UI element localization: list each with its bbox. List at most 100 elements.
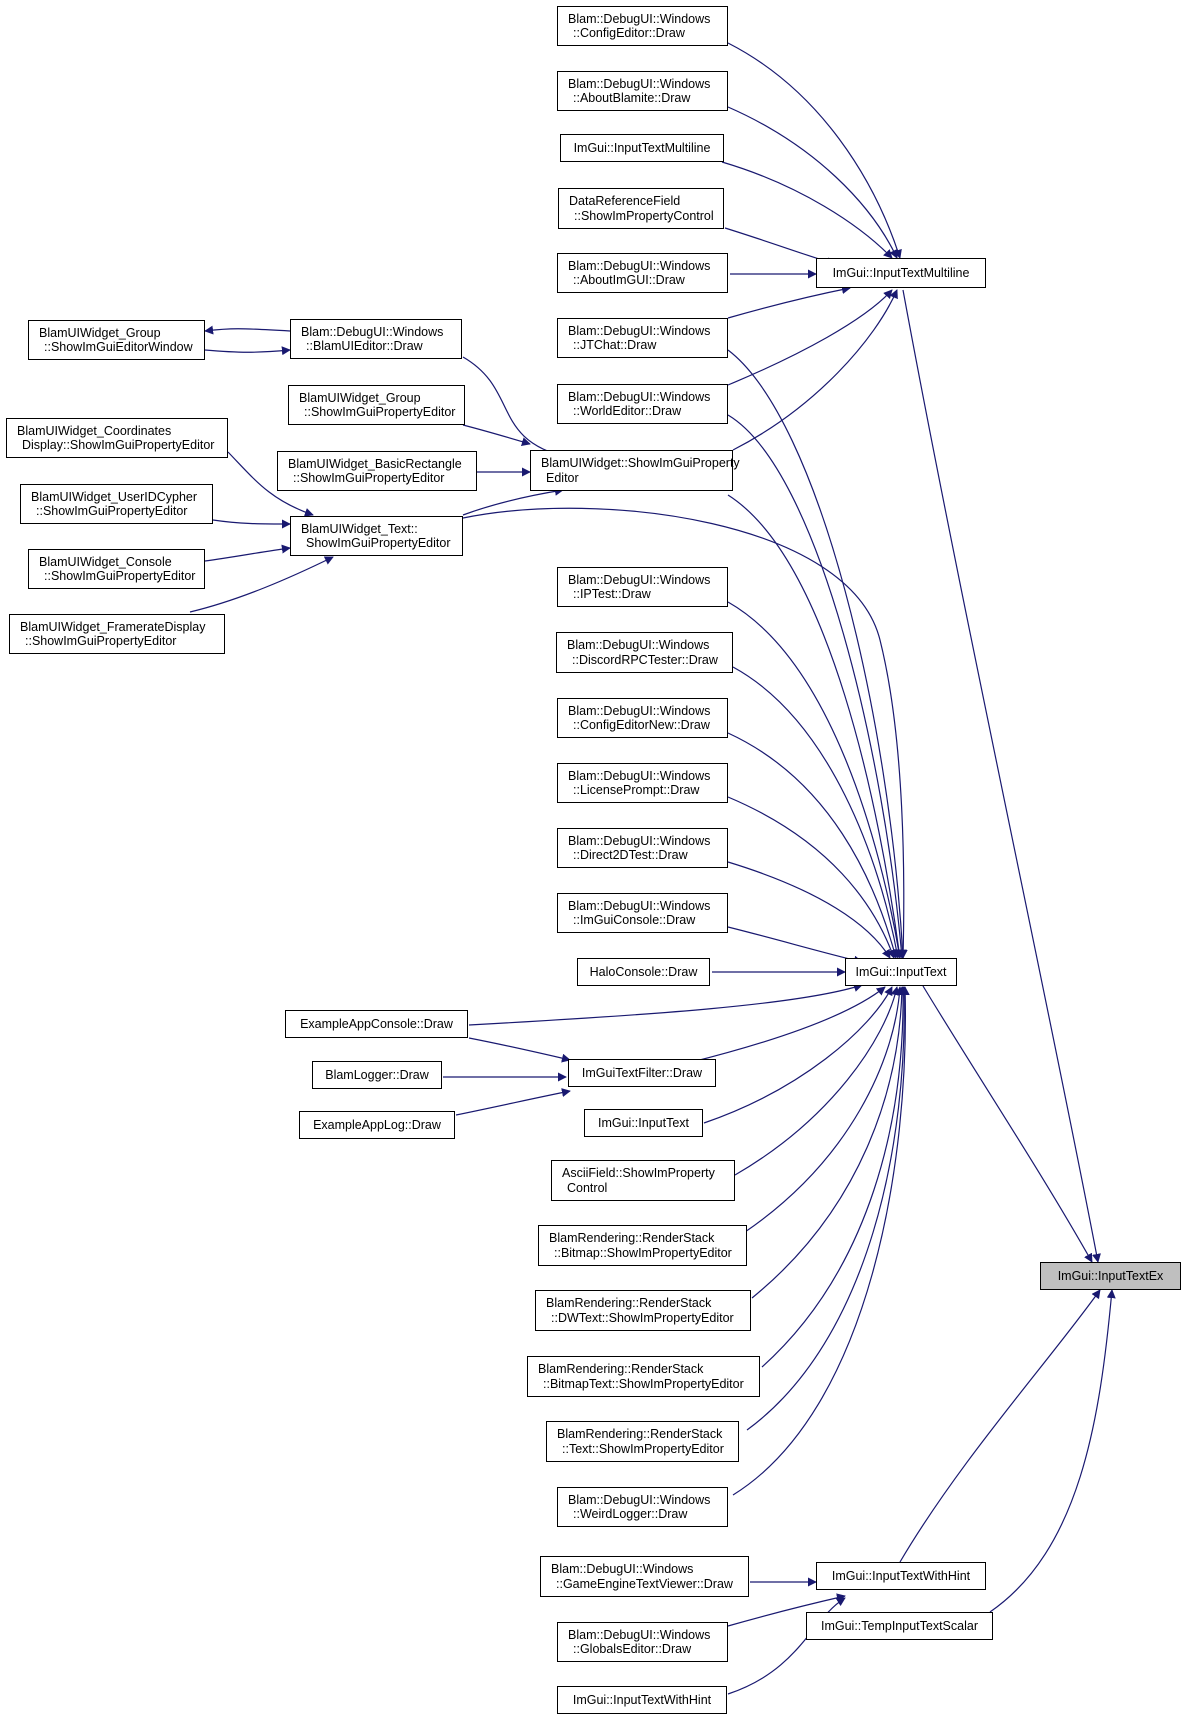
node-console-propertyeditor[interactable]: BlamUIWidget_Console::ShowImGuiPropertyE…	[28, 549, 205, 589]
node-iptest-draw[interactable]: Blam::DebugUI::Windows::IPTest::Draw	[557, 567, 728, 607]
node-group-editorwindow[interactable]: BlamUIWidget_Group::ShowImGuiEditorWindo…	[28, 320, 205, 360]
edge	[468, 1037, 571, 1063]
node-label: ImGui::InputTextMultiline	[573, 140, 711, 155]
edge	[727, 42, 902, 259]
node-blamlogger-draw[interactable]: BlamLogger::Draw	[312, 1061, 442, 1089]
node-inputtextex: ImGui::InputTextEx	[1040, 1262, 1181, 1290]
edge	[455, 1088, 571, 1116]
node-label: ImGui::InputTextMultiline	[832, 265, 970, 280]
edge	[746, 986, 909, 1431]
node-label-line2: ::ShowImPropertyControl	[574, 208, 714, 223]
node-label-line1: Blam::DebugUI::Windows	[568, 1627, 711, 1642]
node-discordrpctester-draw[interactable]: Blam::DebugUI::Windows::DiscordRPCTester…	[556, 632, 733, 673]
node-jtchat-draw[interactable]: Blam::DebugUI::Windows::JTChat::Draw	[557, 318, 728, 358]
node-label-line2: ::BlamUIEditor::Draw	[306, 339, 423, 353]
node-label: ImGuiTextFilter::Draw	[581, 1065, 703, 1080]
node-inputtextmultiline-2[interactable]: ImGui::InputTextMultiline	[560, 134, 724, 162]
node-weirdlogger-draw[interactable]: Blam::DebugUI::Windows::WeirdLogger::Dra…	[557, 1487, 728, 1527]
node-globalseditor-draw[interactable]: Blam::DebugUI::Windows::GlobalsEditor::D…	[557, 1622, 728, 1662]
node-label-line1: Blam::DebugUI::Windows	[568, 11, 711, 26]
node-label: ImGui::TempInputTextScalar	[820, 1618, 978, 1633]
node-label-line2: Display::ShowImGuiPropertyEditor	[22, 438, 215, 452]
node-frameratedisplay-propertyeditor[interactable]: BlamUIWidget_FramerateDisplay::ShowImGui…	[9, 614, 225, 654]
node-haloconsole-draw[interactable]: HaloConsole::Draw	[577, 958, 710, 986]
node-exampleappconsole-draw[interactable]: ExampleAppConsole::Draw	[285, 1010, 468, 1038]
node-label-line1: BlamUIWidget_Console	[39, 554, 172, 569]
edge	[727, 414, 906, 959]
node-label-line1: Blam::DebugUI::Windows	[568, 258, 711, 273]
node-label-line1: Blam::DebugUI::Windows	[568, 833, 711, 848]
node-label-line2: ::ShowImGuiPropertyEditor	[36, 504, 188, 518]
node-label: ImGui::InputText	[597, 1115, 689, 1130]
node-basicrectangle-propertyeditor[interactable]: BlamUIWidget_BasicRectangle::ShowImGuiPr…	[277, 451, 477, 491]
edge	[189, 556, 334, 613]
node-label: BlamLogger::Draw	[325, 1067, 429, 1082]
node-label-line2: Editor	[546, 470, 579, 485]
edge	[204, 346, 291, 356]
node-direct2dtest-draw[interactable]: Blam::DebugUI::Windows::Direct2DTest::Dr…	[557, 828, 728, 868]
node-label-line2: ::ShowImGuiEditorWindow	[44, 340, 193, 354]
node-label-line1: Blam::DebugUI::Windows	[568, 323, 711, 338]
node-label-line1: BlamUIWidget_FramerateDisplay	[20, 619, 206, 634]
node-licenseprompt-draw[interactable]: Blam::DebugUI::Windows::LicensePrompt::D…	[557, 763, 728, 803]
node-worldeditor-draw[interactable]: Blam::DebugUI::Windows::WorldEditor::Dra…	[557, 384, 728, 424]
node-group-propertyeditor[interactable]: BlamUIWidget_Group::ShowImGuiPropertyEdi…	[288, 385, 465, 425]
node-label-line2: ::Direct2DTest::Draw	[573, 848, 688, 862]
node-useridcypher-propertyeditor[interactable]: BlamUIWidget_UserIDCypher::ShowImGuiProp…	[20, 484, 213, 524]
node-inputtextmultiline[interactable]: ImGui::InputTextMultiline	[816, 258, 986, 288]
node-renderstack-bitmaptext[interactable]: BlamRendering::RenderStack::BitmapText::…	[527, 1356, 760, 1397]
node-label-line1: Blam::DebugUI::Windows	[568, 703, 711, 718]
edge	[732, 986, 910, 1496]
node-label-line1: Blam::DebugUI::Windows	[568, 898, 711, 913]
edge	[744, 986, 904, 1233]
node-label-line1: Blam::DebugUI::Windows	[568, 1492, 711, 1507]
node-label-line1: BlamUIWidget_Group	[39, 325, 161, 340]
node-imguiconsole-draw[interactable]: Blam::DebugUI::Windows::ImGuiConsole::Dr…	[557, 893, 728, 933]
node-label-line2: ::ShowImGuiPropertyEditor	[304, 405, 456, 419]
edge	[902, 289, 1101, 1263]
node-datareferencefield[interactable]: DataReferenceField::ShowImPropertyContro…	[558, 188, 724, 229]
node-inputtextwithhint[interactable]: ImGui::InputTextWithHint	[816, 1562, 986, 1590]
node-label-line2: ShowImGuiPropertyEditor	[306, 536, 451, 550]
node-renderstack-text[interactable]: BlamRendering::RenderStack::Text::ShowIm…	[546, 1421, 739, 1462]
node-inputtext[interactable]: ImGui::InputText	[845, 958, 957, 986]
node-label: ExampleAppLog::Draw	[313, 1117, 441, 1132]
node-blamuieditor-draw[interactable]: Blam::DebugUI::Windows::BlamUIEditor::Dr…	[290, 319, 462, 359]
node-label: ImGui::InputTextWithHint	[572, 1692, 712, 1707]
node-configeditornew-draw[interactable]: Blam::DebugUI::Windows::ConfigEditorNew:…	[557, 698, 728, 738]
edge	[727, 1597, 846, 1695]
edge	[727, 285, 851, 319]
node-label-line2: ::DWText::ShowImPropertyEditor	[551, 1310, 734, 1325]
edge	[751, 986, 907, 1299]
node-aboutblamite-draw[interactable]: Blam::DebugUI::Windows::AboutBlamite::Dr…	[557, 71, 728, 111]
node-label-line2: ::WorldEditor::Draw	[573, 404, 682, 418]
edge	[468, 983, 863, 1026]
edge	[204, 325, 291, 335]
node-tempinputtextscalar[interactable]: ImGui::TempInputTextScalar	[806, 1612, 993, 1640]
node-gameenginetextviewer-draw[interactable]: Blam::DebugUI::Windows::GameEngineTextVi…	[540, 1556, 749, 1597]
node-exampleapplog-draw[interactable]: ExampleAppLog::Draw	[299, 1111, 455, 1139]
node-label: ExampleAppConsole::Draw	[300, 1016, 453, 1031]
node-configeditor-draw[interactable]: Blam::DebugUI::Windows::ConfigEditor::Dr…	[557, 6, 728, 46]
node-label-line1: Blam::DebugUI::Windows	[567, 638, 710, 652]
node-label-line2: Control	[567, 1180, 608, 1195]
node-label-line1: Blam::DebugUI::Windows	[568, 768, 711, 783]
node-renderstack-bitmap[interactable]: BlamRendering::RenderStack::Bitmap::Show…	[538, 1225, 747, 1266]
node-imguitextfilter-draw[interactable]: ImGuiTextFilter::Draw	[568, 1059, 716, 1087]
node-inputtext-2[interactable]: ImGui::InputText	[584, 1109, 703, 1137]
node-inputtextwithhint-2[interactable]: ImGui::InputTextWithHint	[557, 1686, 727, 1714]
node-aboutimgui-draw[interactable]: Blam::DebugUI::Windows::AboutImGUI::Draw	[557, 253, 728, 293]
node-text-propertyeditor[interactable]: BlamUIWidget_Text::ShowImGuiPropertyEdit…	[290, 516, 463, 556]
node-renderstack-dwtext[interactable]: BlamRendering::RenderStack::DWText::Show…	[535, 1290, 751, 1331]
node-label-line1: AsciiField::ShowImProperty	[562, 1166, 715, 1180]
node-label-line2: ::AboutImGUI::Draw	[573, 273, 685, 287]
node-label-line2: ::Text::ShowImPropertyEditor	[562, 1441, 724, 1456]
edge	[227, 451, 314, 517]
edge	[727, 349, 908, 959]
node-label-line1: Blam::DebugUI::Windows	[568, 76, 711, 91]
